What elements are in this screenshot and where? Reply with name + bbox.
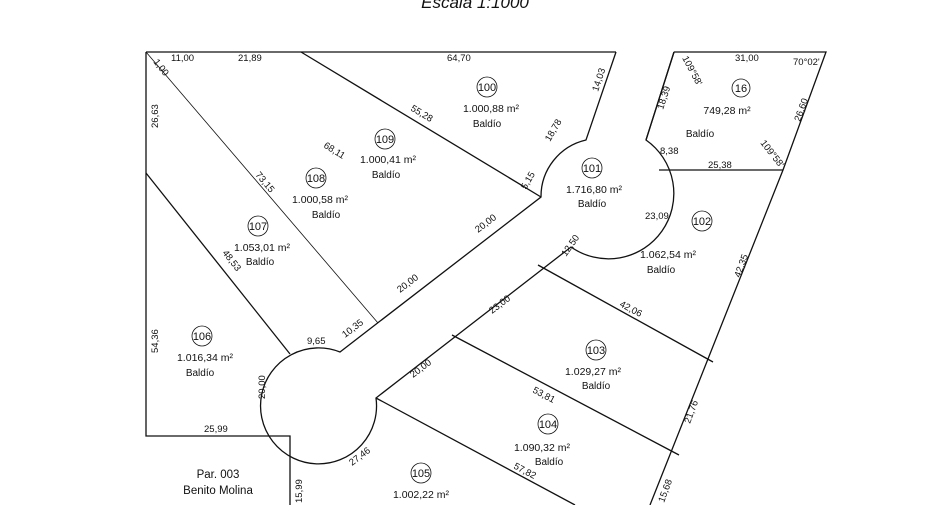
dim-64-70: 64,70 [447,53,471,64]
dim-18-39: 18,39 [655,85,673,111]
dim-68-11: 68,11 [321,140,346,162]
svg-text:1.090,32 m²: 1.090,32 m² [514,442,571,454]
lot-104: 104 1.090,32 m² Baldío [514,413,571,468]
svg-text:Baldío: Baldío [582,381,611,392]
svg-text:103: 103 [587,345,605,357]
dim-23-09: 23,09 [645,211,669,222]
dim-15-99: 15,99 [294,479,305,503]
svg-text:101: 101 [583,163,601,175]
dim-26-63: 26,63 [150,104,161,128]
divider-102-103 [537,264,714,363]
svg-text:Par. 003: Par. 003 [197,469,240,481]
svg-text:1.002,22 m²: 1.002,22 m² [393,489,450,501]
dim-26-60: 26,60 [792,97,810,123]
svg-text:Baldío: Baldío [246,257,275,268]
divider-101-16 [645,51,675,141]
lot-107: 107 1.053,01 m² Baldío [234,215,291,268]
outer-boundary [145,51,827,505]
dim-11-00: 11,00 [171,53,194,64]
dim-21-76: 21,76 [682,399,700,425]
divider-100-109 [300,51,542,198]
svg-text:Benito Molina: Benito Molina [183,485,253,497]
svg-text:108: 108 [307,173,325,185]
dim-27-46: 27,46 [347,445,373,468]
dim-109-58-a: 109°58' [679,54,704,88]
dim-20-00-c: 20,00 [257,375,268,399]
svg-text:Baldío: Baldío [578,199,607,210]
divider-107-106 [145,172,291,355]
svg-text:109: 109 [376,134,394,146]
cul-de-sac-street [259,51,675,465]
svg-text:749,28 m²: 749,28 m² [703,105,751,117]
dim-73-15: 73,15 [253,170,277,195]
parcel-003: Par. 003 Benito Molina [183,469,253,497]
dim-12-50: 12,50 [559,233,582,259]
dim-70-02: 70°02' [793,57,820,68]
divider-103-104 [451,334,680,456]
svg-text:1.053,01 m²: 1.053,01 m² [234,242,291,254]
dim-109-58-b: 109°58' [758,138,787,170]
svg-text:1.062,54 m²: 1.062,54 m² [640,249,697,261]
svg-text:104: 104 [539,419,557,431]
dim-25-38: 25,38 [708,160,732,171]
dim-21-89: 21,89 [238,53,262,64]
svg-text:102: 102 [693,216,711,228]
dim-14-03: 14,03 [590,67,608,93]
svg-text:Baldío: Baldío [647,265,676,276]
scale-title: Escala 1:1000 [421,0,529,12]
dim-20-00-d: 20,00 [408,357,434,380]
svg-text:106: 106 [193,331,211,343]
dim-18-78: 18,78 [543,117,564,143]
svg-text:107: 107 [249,221,267,233]
divider-109-108 [145,51,379,324]
lot-108: 108 1.000,58 m² Baldío [292,167,349,221]
svg-text:1.000,58 m²: 1.000,58 m² [292,194,349,206]
dim-9-65: 9,65 [307,336,326,347]
svg-text:Baldío: Baldío [686,129,715,140]
dim-10-35: 10,35 [340,317,366,340]
dim-54-36: 54,36 [150,329,161,353]
lot-109: 109 1.000,41 m² Baldío [360,128,417,181]
dim-42-35: 42,35 [732,253,750,279]
lot-106: 106 1.016,34 m² Baldío [177,325,234,379]
dim-5-15: 5,15 [519,170,538,192]
svg-text:Baldío: Baldío [312,210,341,221]
svg-text:1.029,27 m²: 1.029,27 m² [565,366,622,378]
svg-text:1.000,41 m²: 1.000,41 m² [360,154,417,166]
svg-text:1.716,80 m²: 1.716,80 m² [566,184,623,196]
divider-104-105 [375,397,576,505]
lot-16: 16 749,28 m² Baldío [686,78,751,140]
svg-text:Baldío: Baldío [186,368,215,379]
svg-text:100: 100 [478,82,496,94]
svg-text:1.016,34 m²: 1.016,34 m² [177,352,234,364]
svg-text:Baldío: Baldío [473,119,502,130]
svg-text:Baldío: Baldío [535,457,564,468]
dim-25-99: 25,99 [204,424,228,435]
dim-23-00: 23,00 [487,293,513,316]
lot-101: 101 1.716,80 m² Baldío [566,157,623,210]
svg-text:Baldío: Baldío [372,170,401,181]
dim-1-00: 1,00 [151,57,171,78]
svg-text:1.000,88 m²: 1.000,88 m² [463,103,520,115]
lot-102: 102 1.062,54 m² Baldío [640,210,713,276]
dim-31-00: 31,00 [735,53,759,64]
dim-55-28: 55,28 [408,103,434,125]
lot-103: 103 1.029,27 m² Baldío [565,339,622,392]
lot-105: 105 1.002,22 m² [393,462,450,501]
svg-text:16: 16 [735,83,747,95]
lot-100: 100 1.000,88 m² Baldío [463,76,520,130]
svg-text:105: 105 [412,468,430,480]
dim-8-38: 8,38 [660,146,679,157]
